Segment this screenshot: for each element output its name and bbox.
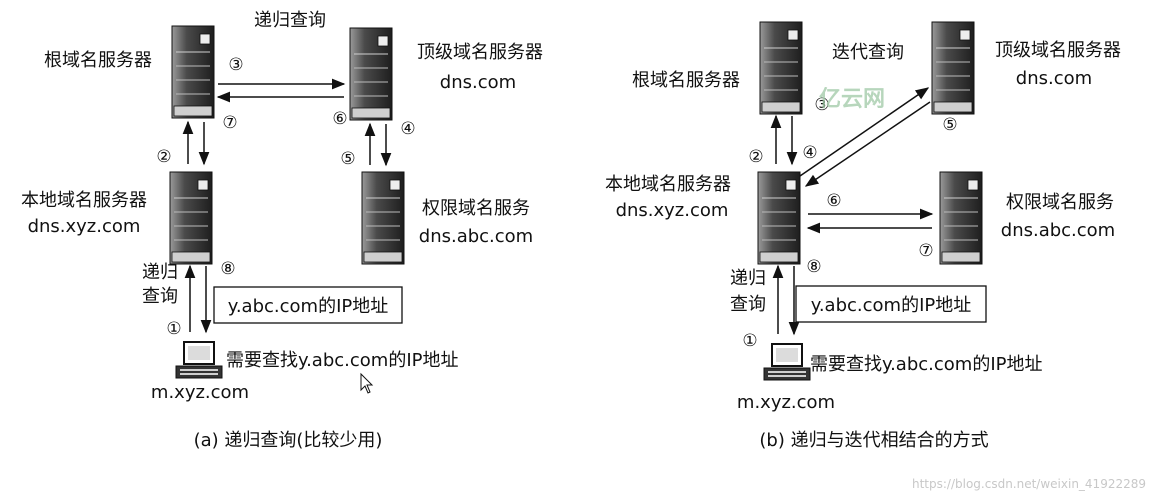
auth-server-label-a: 权限域名服务 [422, 198, 530, 219]
root-server-icon-a [171, 25, 215, 119]
client-task-label-b: 需要查找y.abc.com的IP地址 [810, 354, 1043, 375]
step-number-2-a: ② [156, 147, 171, 167]
client-query-label-line1-a: 递归 [142, 262, 178, 283]
tld-server-label-b: 顶级域名服务器 [995, 40, 1121, 61]
auth-domain-label-b: dns.abc.com [1001, 220, 1115, 241]
local-server-label-a: 本地域名服务器 [21, 190, 147, 211]
caption-b: (b) 递归与迭代相结合的方式 [759, 430, 988, 451]
watermark-url: https://blog.csdn.net/weixin_41922289 [912, 477, 1146, 491]
local-domain-label-b: dns.xyz.com [616, 200, 729, 221]
auth-server-icon-b [939, 171, 983, 265]
auth-server-icon-a [361, 171, 405, 265]
tld-server-icon-a [349, 27, 393, 121]
root-server-icon-b [759, 21, 803, 115]
step-number-2-b: ② [748, 147, 763, 167]
tld-domain-label-b: dns.com [1016, 68, 1092, 89]
client-task-label-a: 需要查找y.abc.com的IP地址 [226, 350, 459, 371]
root-server-label-b: 根域名服务器 [632, 70, 740, 91]
step-number-5-b: ⑤ [942, 115, 957, 135]
client-computer-icon-b [763, 343, 811, 381]
local-domain-label-a: dns.xyz.com [28, 216, 141, 237]
arrow-step5-b [804, 101, 931, 187]
mouse-cursor-icon [360, 372, 374, 394]
local-server-icon-b [757, 171, 801, 265]
watermark-brand: 亿云网 [819, 87, 885, 112]
step-number-3-b: ③ [814, 95, 829, 115]
auth-domain-label-a: dns.abc.com [419, 226, 533, 247]
step-number-7-b: ⑦ [918, 241, 933, 261]
tld-domain-label-a: dns.com [440, 72, 516, 93]
client-query-label-line1-b: 递归 [730, 268, 766, 289]
diagram-b: 迭代查询 根域名服务器 顶级域名服务器 dns.com 本地域名服务器 dns.… [605, 21, 1121, 451]
client-host-label-a: m.xyz.com [151, 382, 249, 403]
step-number-1-a: ① [166, 319, 181, 339]
client-query-label-line2-a: 查询 [142, 286, 178, 307]
step-number-8-b: ⑧ [806, 257, 821, 277]
answer-box-text-b: y.abc.com的IP地址 [811, 295, 972, 316]
client-query-label-line2-b: 查询 [730, 294, 766, 315]
client-host-label-b: m.xyz.com [737, 392, 835, 413]
step-number-6-b: ⑥ [826, 191, 841, 211]
step-number-4-b: ④ [802, 143, 817, 163]
client-computer-icon-a [175, 341, 223, 379]
answer-box-a [213, 286, 403, 324]
answer-box-text-a: y.abc.com的IP地址 [228, 296, 389, 317]
answer-box-b [795, 285, 987, 323]
step-number-3-a: ③ [228, 55, 243, 75]
step-number-1-b: ① [742, 331, 757, 351]
diagram-a: 递归查询 根域名服务器 顶级域名服务器 dns.com 本地域名服务器 dns.… [21, 10, 543, 451]
arrow-step4-b [799, 87, 930, 177]
caption-a: (a) 递归查询(比较少用) [194, 430, 383, 451]
step-number-7-a: ⑦ [222, 113, 237, 133]
query-type-title-a: 递归查询 [254, 10, 326, 31]
tld-server-label-a: 顶级域名服务器 [417, 42, 543, 63]
step-number-5-a: ⑤ [340, 149, 355, 169]
step-number-8-a: ⑧ [220, 259, 235, 279]
step-number-6-a: ⑥ [332, 109, 347, 129]
step-number-4-a: ④ [400, 119, 415, 139]
tld-server-icon-b [931, 21, 975, 115]
query-type-title-b: 迭代查询 [832, 42, 904, 63]
root-server-label-a: 根域名服务器 [44, 50, 152, 71]
local-server-icon-a [169, 171, 213, 265]
local-server-label-b: 本地域名服务器 [605, 174, 731, 195]
auth-server-label-b: 权限域名服务 [1006, 192, 1114, 213]
